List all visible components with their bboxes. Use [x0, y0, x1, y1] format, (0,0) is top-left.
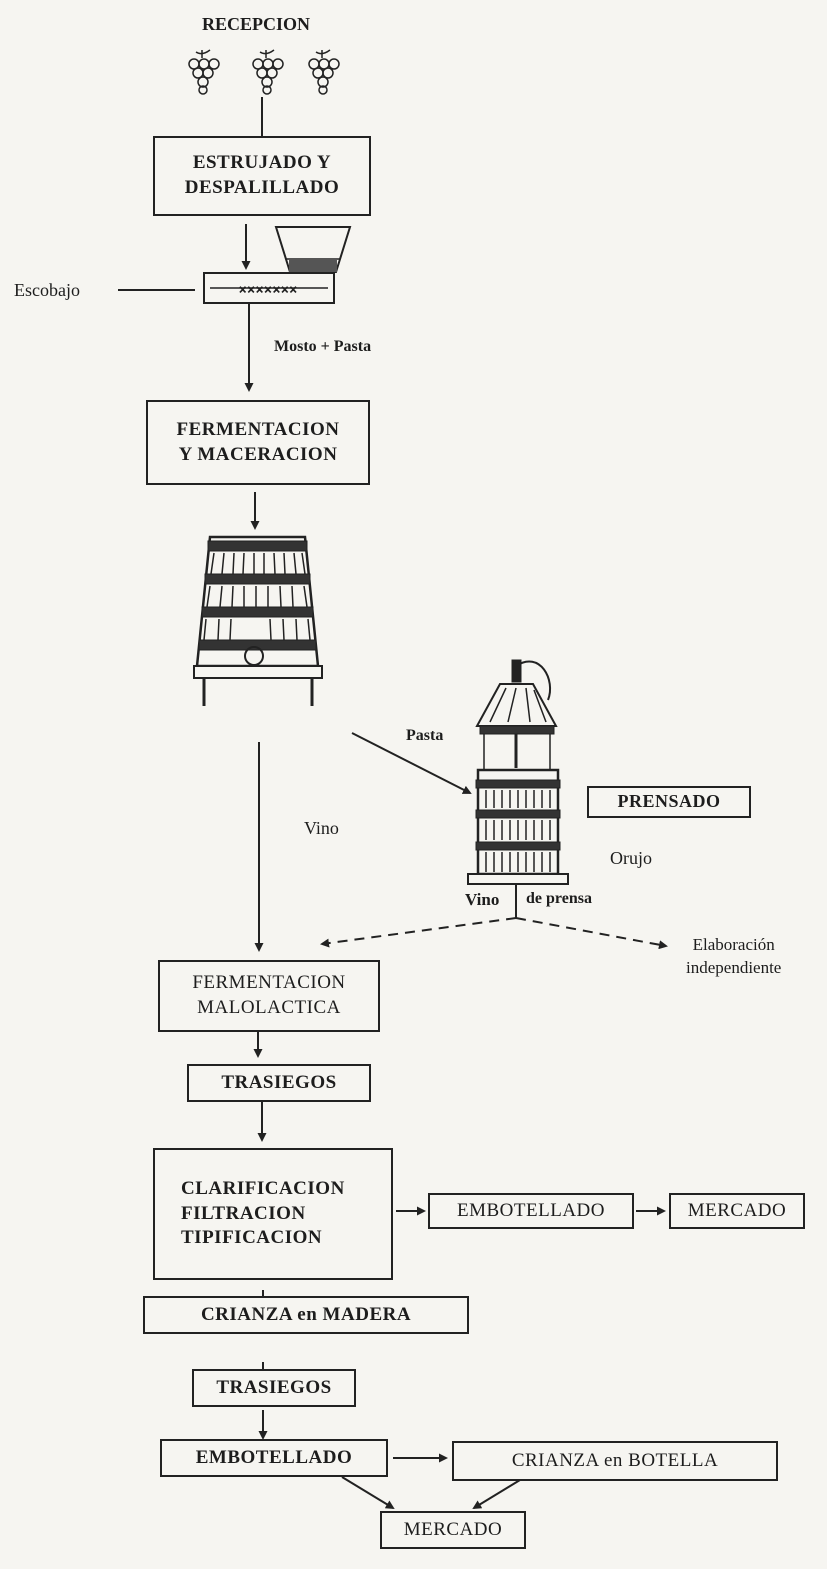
fermentation-vat-icon [193, 535, 323, 706]
trasiegos-box-1: TRASIEGOS [187, 1064, 371, 1102]
elaboracion-line-2: independiente [686, 957, 782, 977]
escobajo-label: Escobajo [14, 280, 80, 300]
mercado-box-1: MERCADO [669, 1193, 805, 1229]
grape-cluster-icon [252, 49, 284, 95]
malolactica-line-2: MALOLACTICA [197, 997, 341, 1018]
clarificacion-line-1: CLARIFICACION [181, 1177, 345, 1199]
mercado-2-text: MERCADO [403, 1518, 503, 1540]
mercado-1-text: MERCADO [687, 1199, 787, 1221]
trasiegos-box-2: TRASIEGOS [192, 1369, 356, 1407]
fermentacion-line-2: Y MACERACION [178, 443, 338, 465]
embotellado-box-2: EMBOTELLADO [160, 1439, 388, 1477]
orujo-label: Orujo [610, 848, 652, 868]
malolactica-box: FERMENTACION MALOLACTICA [158, 960, 380, 1032]
elaboracion-label: Elaboración independiente [686, 934, 781, 980]
pasta-label: Pasta [406, 727, 444, 744]
estrujado-box: ESTRUJADO Y DESPALILLADO [153, 136, 371, 216]
estrujado-line-2: DESPALILLADO [184, 177, 340, 198]
trasiegos-1-text: TRASIEGOS [221, 1071, 337, 1093]
crusher-destemmer-icon: ××××××× [203, 226, 352, 304]
prensado-box: PRENSADO [587, 786, 751, 818]
elaboracion-line-1: Elaboración [692, 935, 775, 954]
de-prensa-label: de prensa [526, 890, 592, 907]
estrujado-line-1: ESTRUJADO Y [192, 152, 332, 174]
clarificacion-line-3: TIPIFICACION [181, 1227, 323, 1249]
prensado-text: PRENSADO [617, 791, 721, 812]
malolactica-line-1: FERMENTACION [192, 972, 346, 994]
vino-label: Vino [304, 818, 339, 838]
grape-cluster-icon [308, 49, 340, 95]
trasiegos-2-text: TRASIEGOS [216, 1376, 332, 1398]
mercado-box-2: MERCADO [380, 1511, 526, 1549]
grape-cluster-icon [188, 49, 220, 95]
crianza-madera-text: CRIANZA en MADERA [200, 1303, 412, 1325]
crianza-botella-text: CRIANZA en BOTELLA [511, 1449, 719, 1471]
clarificacion-box: CLARIFICACION FILTRACION TIPIFICACION [153, 1148, 393, 1280]
embotellado-1-text: EMBOTELLADO [457, 1199, 605, 1221]
clarificacion-line-2: FILTRACION [181, 1202, 306, 1224]
fermentacion-box: FERMENTACION Y MACERACION [146, 400, 370, 485]
fermentacion-line-1: FERMENTACION [176, 418, 340, 440]
crianza-botella-box: CRIANZA en BOTELLA [452, 1441, 778, 1481]
embotellado-box-1: EMBOTELLADO [428, 1193, 634, 1229]
embotellado-2-text: EMBOTELLADO [195, 1446, 353, 1468]
mosto-pasta-label: Mosto + Pasta [274, 338, 372, 355]
crianza-madera-box: CRIANZA en MADERA [143, 1296, 469, 1334]
wine-press-icon [467, 659, 569, 885]
svg-text:×××××××: ××××××× [238, 282, 297, 298]
vino-prensa-label: Vino [465, 890, 500, 909]
reception-title: RECEPCION [202, 14, 311, 34]
